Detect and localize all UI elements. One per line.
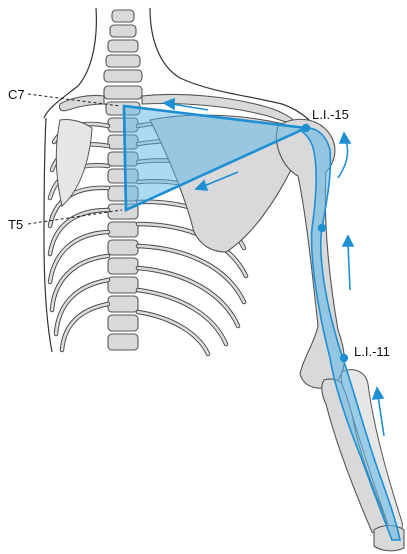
point-li15-dot [302, 124, 310, 132]
arrow-mid-arm-shaft [348, 244, 350, 290]
label-li15: L.I.-15 [312, 107, 349, 122]
arrow-forearm-shaft [378, 396, 384, 436]
arrow-forearm-head [373, 388, 383, 399]
label-li11: L.I.-11 [354, 344, 390, 359]
arrow-upper-arm-shaft [338, 140, 348, 178]
label-c7: C7 [8, 87, 25, 102]
label-t5: T5 [8, 217, 23, 232]
point-midarm-dot [318, 224, 326, 232]
arrow-upper-arm-head [340, 133, 350, 143]
point-li11-dot [340, 354, 348, 362]
arrow-mid-arm-head [343, 236, 353, 246]
